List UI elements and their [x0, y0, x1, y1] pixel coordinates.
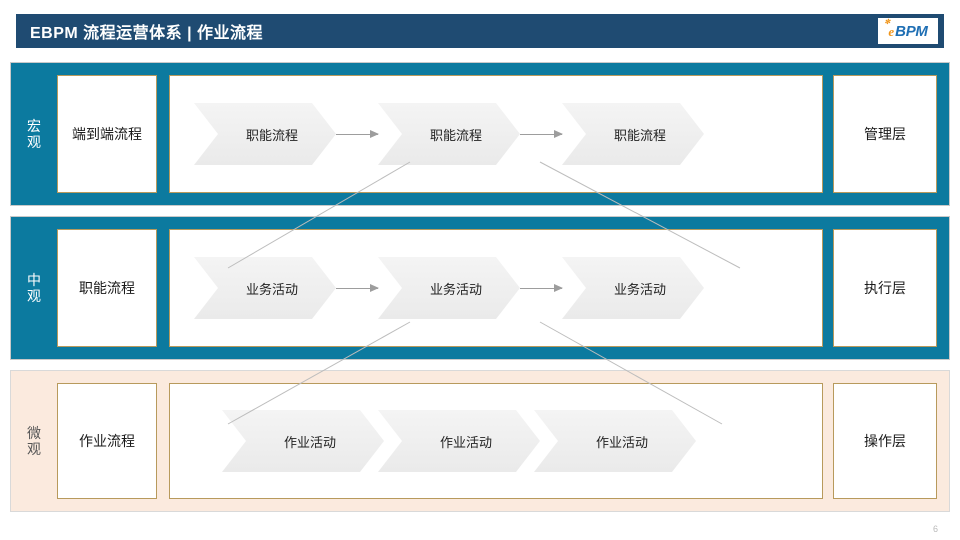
chevron-micro-2-label: 作业活动	[439, 434, 492, 450]
chevron-macro-1-label: 职能流程	[245, 127, 298, 143]
chevron-row-micro: 作业活动 作业活动 作业活动	[170, 410, 822, 472]
slide-title-bar: EBPM 流程运营体系 | 作业流程 e BPM	[16, 14, 944, 48]
logo-bpm-text: BPM	[895, 22, 928, 40]
chevron-meso-3[interactable]: 业务活动	[562, 257, 704, 319]
card-management-layer[interactable]: 管理层	[833, 75, 937, 193]
row-macro: 宏 观 端到端流程 职能流程 职能流程 职能流程 管理层	[10, 62, 950, 206]
level-label-micro: 微 观	[27, 424, 41, 457]
chevron-meso-3-label: 业务活动	[613, 281, 666, 297]
chevron-macro-3[interactable]: 职能流程	[562, 103, 704, 165]
card-execution-layer[interactable]: 执行层	[833, 229, 937, 347]
chevron-row-macro: 职能流程 职能流程 职能流程	[170, 103, 822, 165]
page-title: EBPM 流程运营体系 | 作业流程	[30, 25, 264, 42]
chevron-row-meso: 业务活动 业务活动 业务活动	[170, 257, 822, 319]
chevron-macro-2-label: 职能流程	[429, 127, 482, 143]
process-strip-meso: 业务活动 业务活动 业务活动	[169, 229, 823, 347]
card-functional-process[interactable]: 职能流程	[57, 229, 157, 347]
card-operation-layer[interactable]: 操作层	[833, 383, 937, 499]
chevron-meso-2[interactable]: 业务活动	[378, 257, 520, 319]
chevron-meso-1-label: 业务活动	[245, 281, 298, 297]
logo-e-icon: e	[885, 19, 895, 38]
row-meso: 中 观 职能流程 业务活动 业务活动 业务活动 执行层	[10, 216, 950, 360]
page-number: 6	[932, 524, 938, 534]
chevron-macro-2[interactable]: 职能流程	[378, 103, 520, 165]
chevron-macro-3-label: 职能流程	[613, 127, 666, 143]
card-end-to-end-process[interactable]: 端到端流程	[57, 75, 157, 193]
connector-macro-1-2	[336, 129, 379, 138]
connector-macro-2-3	[520, 129, 563, 138]
chevron-micro-3[interactable]: 作业活动	[534, 410, 696, 472]
process-strip-micro: 作业活动 作业活动 作业活动	[169, 383, 823, 499]
bpm-logo: e BPM	[878, 18, 938, 44]
chevron-micro-1-label: 作业活动	[283, 434, 336, 450]
level-label-meso: 中 观	[27, 271, 41, 304]
connector-meso-1-2	[336, 283, 379, 292]
level-label-macro: 宏 观	[27, 117, 41, 150]
row-micro: 微 观 作业流程 作业活动 作业活动 作业活动 操作层	[10, 370, 950, 512]
card-operation-process[interactable]: 作业流程	[57, 383, 157, 499]
chevron-micro-2[interactable]: 作业活动	[378, 410, 540, 472]
process-strip-macro: 职能流程 职能流程 职能流程	[169, 75, 823, 193]
chevron-micro-3-label: 作业活动	[595, 434, 648, 450]
chevron-meso-1[interactable]: 业务活动	[194, 257, 336, 319]
connector-meso-2-3	[520, 283, 563, 292]
chevron-meso-2-label: 业务活动	[429, 281, 482, 297]
chevron-micro-1[interactable]: 作业活动	[222, 410, 384, 472]
chevron-macro-1[interactable]: 职能流程	[194, 103, 336, 165]
